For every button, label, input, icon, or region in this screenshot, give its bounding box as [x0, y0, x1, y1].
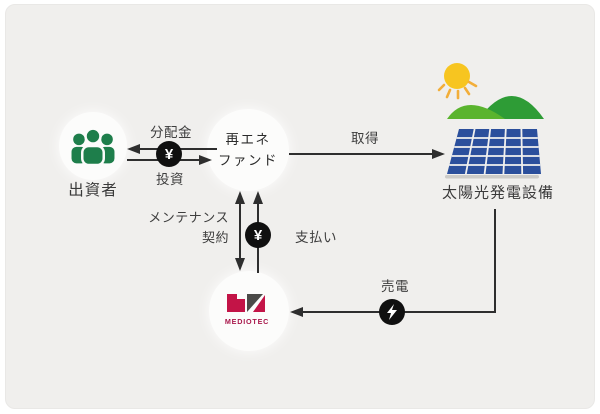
- maintenance-label-line1: メンテナンス: [148, 210, 229, 225]
- investors-node: [59, 112, 127, 180]
- arrowhead-acquisition: [432, 149, 445, 159]
- arrowhead-power-sale: [290, 307, 303, 317]
- mediotec-logo-text: MEDIOTEC: [225, 317, 269, 326]
- sun-icon: [444, 63, 470, 89]
- arrowhead-maintenance-up: [235, 191, 245, 204]
- maintenance-contract-label: メンテナンス 契約: [148, 208, 229, 248]
- arrowhead-maintenance-down: [235, 258, 245, 271]
- mediotec-logo: MEDIOTEC: [225, 294, 269, 326]
- solar-panel: [447, 129, 541, 174]
- acquisition-label: 取得: [351, 131, 379, 146]
- panel-grid: [449, 128, 541, 175]
- bolt-badge-power-sale: [379, 299, 405, 325]
- mediotec-logo-red-block: [227, 294, 245, 312]
- power-sale-label: 売電: [381, 279, 409, 294]
- arrowhead-payment: [253, 191, 263, 204]
- arrowhead-investment: [199, 155, 212, 165]
- distribution-label: 分配金: [150, 125, 192, 140]
- yen-icon: ¥: [164, 145, 174, 163]
- mediotec-logo-gray-triangle: [247, 294, 263, 312]
- yen-badge-distribution: ¥: [156, 141, 182, 167]
- sun-rays: [437, 80, 478, 100]
- diagram-stage: 出資者 再エネ ファンド: [6, 5, 594, 408]
- connector-lines: [127, 144, 496, 317]
- diagram-card: 出資者 再エネ ファンド: [5, 4, 595, 409]
- people-group-icon: [71, 127, 115, 165]
- lightning-bolt-icon: [387, 304, 397, 320]
- solar-panel-illustration: [437, 63, 544, 179]
- mediotec-logo-red-triangle: [253, 295, 265, 312]
- fund-label-line2: ファンド: [218, 153, 278, 168]
- mediotec-node: MEDIOTEC: [209, 271, 289, 351]
- yen-icon: ¥: [253, 226, 263, 244]
- yen-badge-payment: ¥: [245, 222, 271, 248]
- panel-base: [445, 175, 539, 179]
- investment-label: 投資: [156, 172, 184, 187]
- fund-node: 再エネ ファンド: [207, 109, 289, 191]
- arrowhead-distribution: [127, 144, 140, 154]
- maintenance-label-line2: 契約: [201, 230, 229, 245]
- investors-label: 出資者: [68, 182, 118, 199]
- hill-front: [447, 105, 505, 119]
- solar-plant-label: 太陽光発電設備: [441, 184, 555, 202]
- payment-label: 支払い: [295, 230, 337, 245]
- fund-label-line1: 再エネ: [225, 132, 271, 147]
